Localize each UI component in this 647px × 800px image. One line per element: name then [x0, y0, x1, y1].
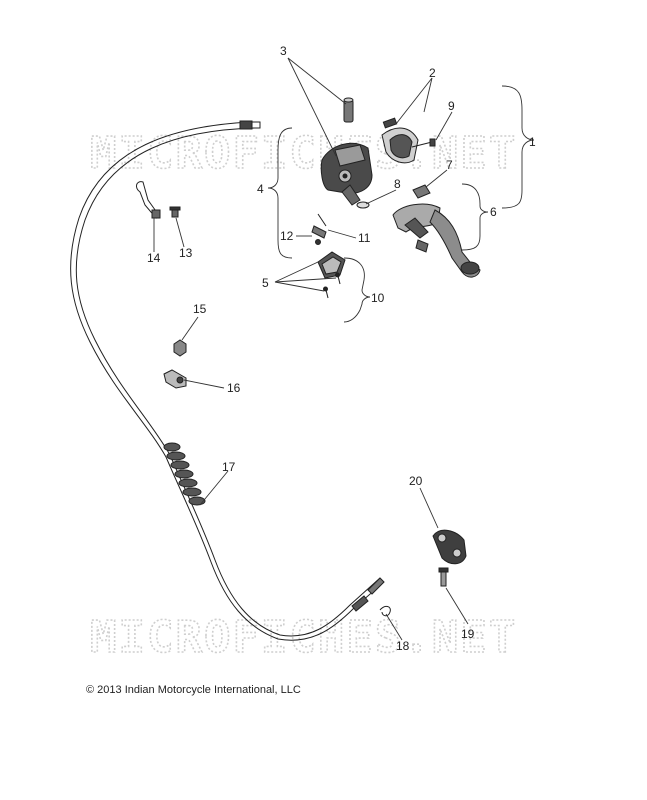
- leader-lines: [153, 57, 535, 641]
- clutch-perch-assembly: [320, 97, 373, 206]
- clip-16: [163, 369, 187, 389]
- callout-8: 8: [394, 177, 401, 191]
- copyright-notice: © 2013 Indian Motorcycle International, …: [86, 684, 301, 696]
- callout-16: 16: [227, 381, 241, 395]
- watermark-bottom: MICROFICHES.NET: [90, 612, 517, 663]
- callout-15: 15: [193, 302, 207, 316]
- callout-13: 13: [179, 246, 193, 260]
- arm-20: [432, 529, 467, 565]
- callout-18: 18: [396, 639, 410, 653]
- switch-11-12: [311, 213, 327, 245]
- clutch-cable: [70, 120, 385, 641]
- callout-6: 6: [490, 205, 497, 219]
- watermark-top: MICROFICHES.NET: [90, 128, 517, 179]
- callout-10: 10: [371, 291, 385, 305]
- bracket-14: [135, 181, 161, 219]
- washer-8: [356, 201, 370, 209]
- bolt-13: [169, 206, 181, 218]
- callout-2: 2: [429, 66, 436, 80]
- bolt-9: [411, 138, 436, 148]
- cable-boot: [163, 442, 206, 506]
- callout-19: 19: [461, 627, 475, 641]
- callout-4: 4: [257, 182, 264, 196]
- callout-5: 5: [262, 276, 269, 290]
- screws-5: [323, 272, 341, 299]
- bolt-19: [438, 567, 449, 587]
- cable-end-top: [239, 120, 253, 130]
- callout-9: 9: [448, 99, 455, 113]
- copyright-text: 2013 Indian Motorcycle International, LL…: [97, 684, 301, 696]
- clip-18: [379, 605, 391, 617]
- clamp: [381, 117, 419, 164]
- clutch-lever: [392, 203, 481, 278]
- callout-11: 11: [358, 231, 371, 245]
- callout-17: 17: [222, 460, 236, 474]
- callout-3: 3: [280, 44, 287, 58]
- callout-12: 12: [280, 229, 294, 243]
- callout-20: 20: [409, 474, 423, 488]
- callout-labels: 1 2 3 4 5 6 7 8 9 10 11 12 13 14 15 16 1…: [147, 44, 536, 653]
- callout-7: 7: [446, 158, 453, 172]
- callout-14: 14: [147, 251, 161, 265]
- cable-end-bottom: [351, 595, 369, 612]
- nut-15: [173, 339, 187, 357]
- clip-7: [412, 184, 431, 199]
- switch-10: [317, 251, 346, 279]
- callout-1: 1: [529, 135, 536, 149]
- copyright-symbol: ©: [86, 684, 95, 696]
